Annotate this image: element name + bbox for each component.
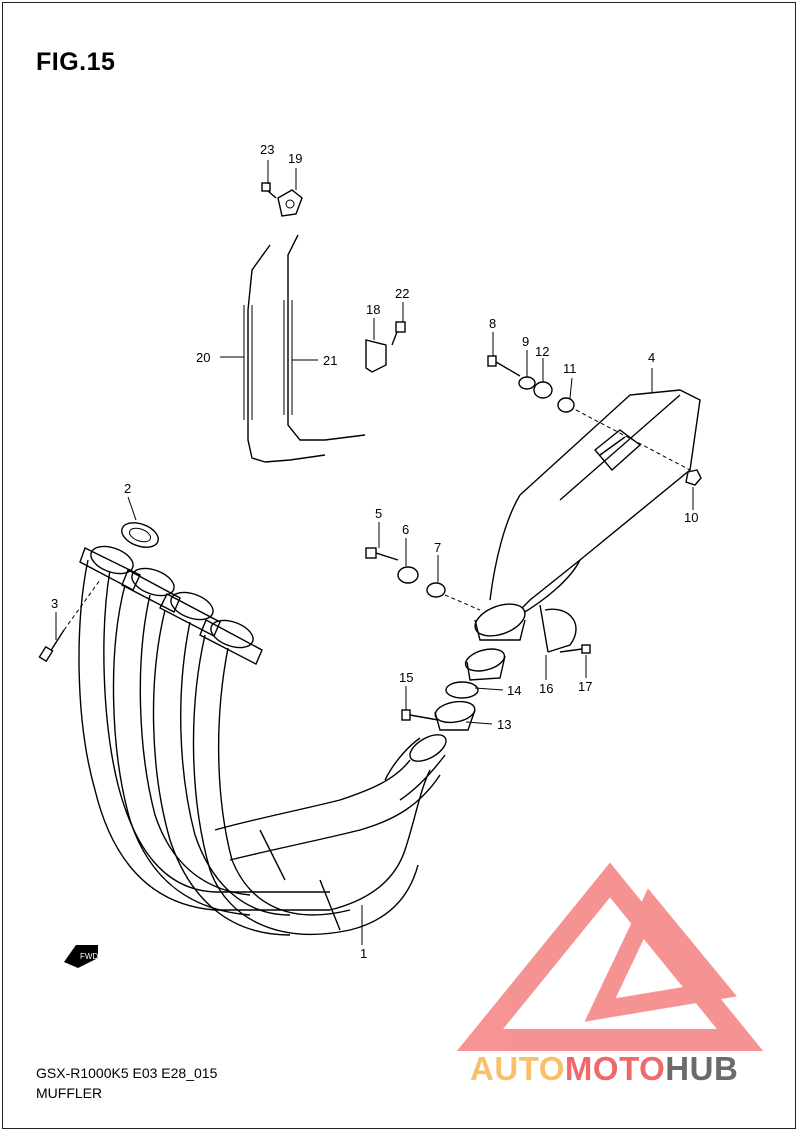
part-label-13: 13 bbox=[497, 717, 511, 732]
part-label-1: 1 bbox=[360, 946, 367, 961]
watermark-logo bbox=[456, 862, 764, 1051]
part-label-19: 19 bbox=[288, 151, 302, 166]
part-label-8: 8 bbox=[489, 316, 496, 331]
part-label-11: 11 bbox=[563, 361, 577, 376]
part-label-10: 10 bbox=[684, 510, 698, 525]
part-label-23: 23 bbox=[260, 142, 274, 157]
gasket bbox=[121, 522, 159, 548]
bolt-17 bbox=[559, 644, 591, 654]
leader-lines bbox=[55, 160, 694, 945]
part-label-5: 5 bbox=[375, 506, 382, 521]
part-label-16: 16 bbox=[539, 681, 553, 696]
fwd-text: FWD bbox=[80, 952, 98, 961]
bolt-15 bbox=[401, 709, 439, 721]
part-label-2: 2 bbox=[124, 481, 131, 496]
mounting-hardware-rear bbox=[487, 355, 702, 486]
part-number-labels: 1 2 3 4 5 6 7 8 9 10 11 12 13 14 15 16 1… bbox=[51, 142, 698, 961]
part-label-22: 22 bbox=[395, 286, 409, 301]
part-label-9: 9 bbox=[522, 334, 529, 349]
connector-sleeve bbox=[434, 648, 506, 731]
bracket bbox=[365, 321, 406, 373]
watermark-text: AUTOMOTOHUB bbox=[470, 1050, 738, 1088]
part-label-20: 20 bbox=[196, 350, 210, 365]
exhaust-header-pipes bbox=[78, 545, 447, 936]
watermark-part-moto: MOTO bbox=[564, 1050, 666, 1087]
exhaust-valve-cables bbox=[243, 182, 366, 463]
part-label-12: 12 bbox=[535, 344, 549, 359]
group-name: MUFFLER bbox=[36, 1085, 103, 1101]
part-label-6: 6 bbox=[402, 522, 409, 537]
bolt-3 bbox=[38, 579, 101, 663]
part-label-21: 21 bbox=[323, 353, 337, 368]
part-label-3: 3 bbox=[51, 596, 58, 611]
muffler bbox=[474, 389, 701, 653]
part-label-7: 7 bbox=[434, 540, 441, 555]
figure-title: FIG.15 bbox=[36, 48, 116, 76]
part-label-18: 18 bbox=[366, 302, 380, 317]
watermark-part-hub: HUB bbox=[665, 1050, 739, 1087]
part-label-17: 17 bbox=[578, 679, 592, 694]
forward-arrow-icon: FWD bbox=[64, 945, 98, 968]
part-label-4: 4 bbox=[648, 350, 655, 365]
watermark-part-auto: AUTO bbox=[470, 1050, 565, 1087]
model-code: GSX-R1000K5 E03 E28_015 bbox=[36, 1065, 218, 1081]
mounting-hardware-front bbox=[365, 547, 481, 611]
part-label-14: 14 bbox=[507, 683, 521, 698]
part-label-15: 15 bbox=[399, 670, 413, 685]
